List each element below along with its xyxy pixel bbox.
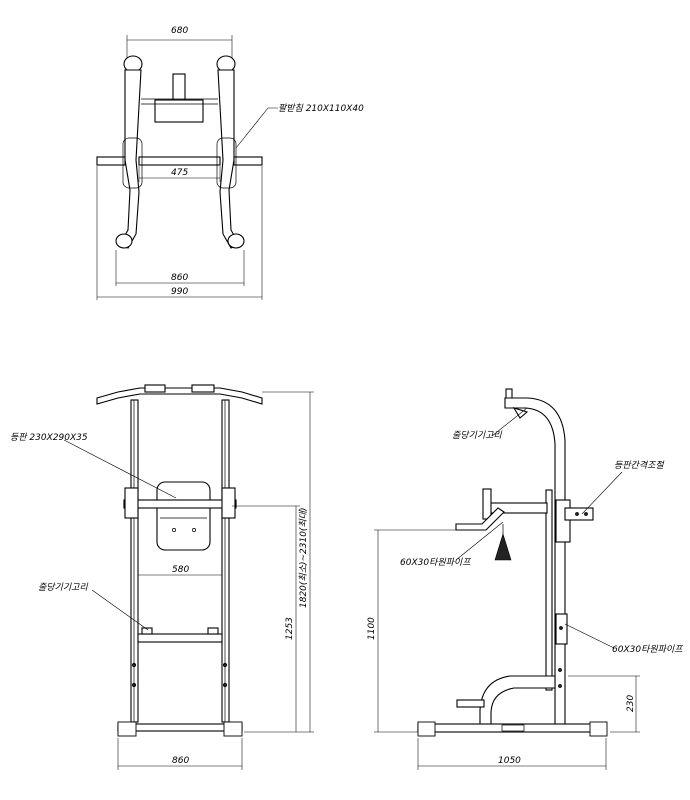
top-armrest-right <box>216 137 237 189</box>
front-foot-right <box>223 721 243 737</box>
side-base-label <box>501 724 525 732</box>
side-foot-back <box>589 721 608 737</box>
dim-475: 475 <box>171 168 188 178</box>
front-left-upright <box>130 399 139 723</box>
dim-860-top: 860 <box>171 273 188 283</box>
side-inner-post <box>545 489 553 691</box>
side-view: 줄당기기고리 등판간격조절 60X30타원파이프 60X30타원파이프 1100 <box>367 388 683 770</box>
side-lower-leg <box>479 675 556 725</box>
dim-860-front: 860 <box>172 756 189 766</box>
front-backpad <box>156 481 211 551</box>
top-armrest-left <box>122 137 143 189</box>
bottom-right-cap <box>227 233 245 249</box>
side-main-post-curve <box>504 397 566 505</box>
side-foot-front <box>417 721 436 737</box>
top-crossbar <box>138 156 221 166</box>
side-adjust-bracket <box>564 507 594 521</box>
label-pipe-upper: 60X30타원파이프 <box>400 557 471 568</box>
front-grip-right <box>191 384 215 393</box>
label-band-hook-side: 줄당기기고리 <box>452 430 502 441</box>
front-hook-left <box>141 627 153 635</box>
front-base-bar <box>117 723 243 732</box>
front-armrest-left <box>124 487 139 519</box>
dim-990: 990 <box>171 287 188 297</box>
front-grip-left <box>144 384 166 393</box>
label-band-hook-front: 줄당기기고리 <box>38 582 88 593</box>
front-foot-left <box>117 721 137 737</box>
dim-580: 580 <box>172 565 189 575</box>
top-handle-left <box>96 156 126 166</box>
front-hook-right <box>207 627 219 635</box>
label-back-adjust: 등판간격조절 <box>614 460 664 471</box>
dim-230: 230 <box>626 695 636 712</box>
side-armrest-front <box>482 488 492 520</box>
top-left-upright <box>119 69 142 249</box>
front-lower-bar <box>137 633 223 643</box>
side-pulley <box>494 532 512 561</box>
bottom-left-cap <box>115 233 133 249</box>
side-foot-pedal <box>456 699 485 708</box>
side-backpad-plate <box>555 499 571 543</box>
top-handle-right <box>233 156 263 166</box>
dim-height: 1820(최소)~2310(최대) <box>298 507 309 608</box>
label-armrest: 팔받침 210X110X40 <box>278 103 364 114</box>
dim-1050: 1050 <box>498 756 521 766</box>
dim-1253: 1253 <box>285 617 295 640</box>
label-backpad: 등판 230X290X35 <box>10 432 88 443</box>
front-top-bar <box>96 387 263 405</box>
dim-1100: 1100 <box>367 617 377 640</box>
label-pipe-lower: 60X30타원파이프 <box>612 644 683 655</box>
front-armrest-right <box>221 487 236 519</box>
top-backpad <box>154 99 204 123</box>
front-view: 등판 230X290X35 580 줄당기기고리 860 1253 <box>10 384 314 770</box>
top-backpad-stem <box>172 73 186 101</box>
front-right-upright <box>221 399 230 723</box>
dim-680: 680 <box>171 26 188 36</box>
top-view: 680 475 팔받침 210X110X40 86 <box>96 26 364 300</box>
front-armrest-bar <box>123 499 237 509</box>
